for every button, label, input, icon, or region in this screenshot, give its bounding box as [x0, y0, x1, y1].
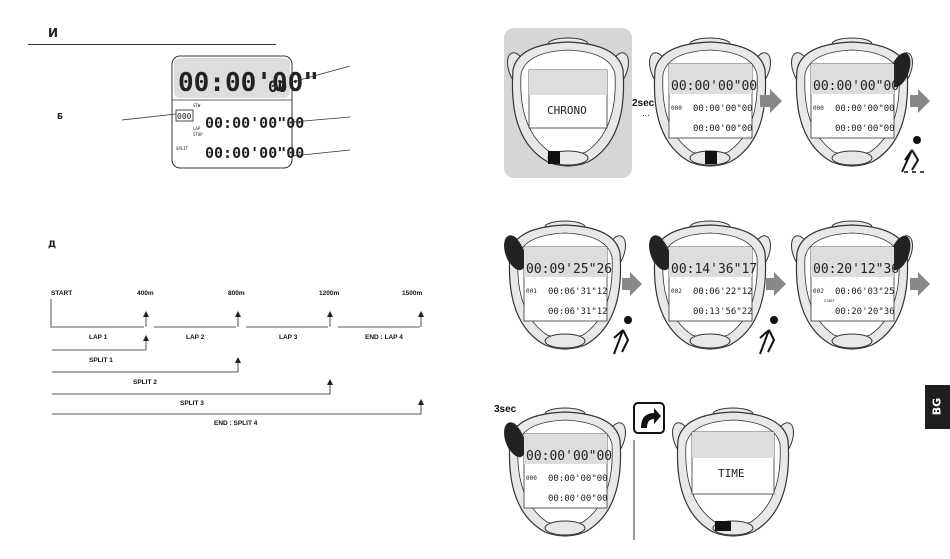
w5-row1: 00:06'22"12 — [693, 287, 753, 297]
language-tab: BG — [925, 385, 950, 429]
w2-counter: 000 — [671, 105, 682, 112]
arrow-1 — [760, 89, 782, 113]
w4-main: 00:09'25"26 — [526, 262, 612, 277]
stopwatch-stop: 00:20'12"36 002 00:06'03"25 START 00:20'… — [786, 220, 918, 350]
label-d: Д — [48, 240, 57, 250]
runner-icon-3 — [759, 316, 778, 355]
w2-main: 00:00'00"00 — [671, 79, 757, 94]
w7-counter: 000 — [526, 475, 537, 482]
w8-text: TIME — [718, 467, 745, 480]
w6-start-label: START — [824, 299, 835, 303]
w3-row2: 00:00'00"00 — [835, 124, 895, 134]
w7-row2: 00:00'00"00 — [548, 494, 608, 504]
hold-2sec-dots: ... — [642, 109, 650, 118]
stopwatch-lap1: 00:09'25"26 001 00:06'31"12 00:06'31"12 — [499, 220, 631, 350]
stopwatch-chrono: CHRONO — [502, 28, 634, 178]
lcd-main-time: 00:00'00" — [178, 68, 319, 98]
lcd-lap-time: 00:00'00"00 — [205, 114, 304, 132]
w4-row1: 00:06'31"12 — [548, 287, 608, 297]
lcd-lap-counter: 000 — [177, 112, 192, 121]
w6-row1: 00:06'03"25 — [835, 287, 895, 297]
split-4-label: END : SPLIT 4 — [214, 420, 258, 427]
arrow-3 — [622, 272, 642, 296]
lcd-lbl-stop: STOP — [193, 132, 203, 137]
stopwatch-time: TIME — [667, 407, 799, 537]
lcd-main-hund: 00 — [268, 77, 287, 96]
runner-icon-2 — [613, 316, 632, 355]
w4-row2: 00:06'31"12 — [548, 307, 608, 317]
lap-2-label: LAP 2 — [186, 334, 205, 341]
lap-3-label: LAP 3 — [279, 334, 298, 341]
w6-counter: 002 — [813, 288, 824, 295]
mark-400: 400m — [137, 290, 154, 297]
w3-main: 00:00'00"00 — [813, 79, 899, 94]
split-3-label: SPLIT 3 — [180, 400, 204, 407]
w6-main: 00:20'12"36 — [813, 262, 899, 277]
w4-counter: 001 — [526, 288, 537, 295]
mark-800: 800m — [228, 290, 245, 297]
lap-4-label: END : LAP 4 — [365, 334, 403, 341]
stopwatch-start: 00:00'00"00 000 00:00'00"00 00:00'00"00 — [786, 37, 918, 167]
split-1-label: SPLIT 1 — [89, 357, 113, 364]
stopwatch-lap2: 00:14'36"17 002 00:06'22"12 00:13'56"22 — [644, 220, 776, 350]
mark-1200: 1200m — [319, 290, 339, 297]
runner-icon-1 — [901, 136, 924, 173]
arrow-4 — [766, 272, 786, 296]
stopwatch-reset-hold: 00:00'00"00 000 00:00'00"00 00:00'00"00 — [499, 407, 631, 537]
mark-1500: 1500m — [402, 290, 422, 297]
w3-counter: 000 — [813, 105, 824, 112]
label-b: Б — [57, 112, 64, 121]
w5-main: 00:14'36"17 — [671, 262, 757, 277]
arrow-2 — [910, 89, 930, 113]
heading-rule — [28, 44, 276, 45]
w5-row2: 00:13'56"22 — [693, 307, 753, 317]
lcd-lbl-lap: LAP — [193, 126, 201, 131]
mark-start: START — [51, 290, 72, 297]
language-tab-label: BG — [930, 397, 944, 416]
lcd-split-time: 00:00'00"00 — [205, 144, 304, 162]
hold-3sec-label: 3sec — [494, 404, 517, 415]
w6-row2: 00:20'20"36 — [835, 307, 895, 317]
lcd-lbl-split: SPLIT — [176, 146, 189, 151]
lap-1-label: LAP 1 — [89, 334, 108, 341]
mode-switch-icon — [633, 402, 665, 540]
w1-text: CHRONO — [547, 104, 587, 117]
w2-row1: 00:00'00"00 — [693, 104, 753, 114]
w3-row1: 00:00'00"00 — [835, 104, 895, 114]
w2-row2: 00:00'00"00 — [693, 124, 753, 134]
arrow-5 — [910, 272, 930, 296]
w5-counter: 002 — [671, 288, 682, 295]
hold-2sec-label: 2sec — [632, 98, 655, 109]
lcd-lbl-stw: STW — [193, 103, 201, 108]
w7-main: 00:00'00"00 — [526, 449, 612, 464]
lap-split-timeline: START 400m 800m 1200m 1500m — [50, 290, 424, 427]
section-heading: И — [48, 26, 59, 40]
lcd-display-diagram: 00:00'00" 00 000 STW LAP STOP SPLIT 00:0… — [121, 55, 351, 169]
split-2-label: SPLIT 2 — [133, 379, 157, 386]
stopwatch-reset: 00:00'00"00 000 00:00'00"00 00:00'00"00 — [644, 37, 776, 167]
w7-row1: 00:00'00"00 — [548, 474, 608, 484]
